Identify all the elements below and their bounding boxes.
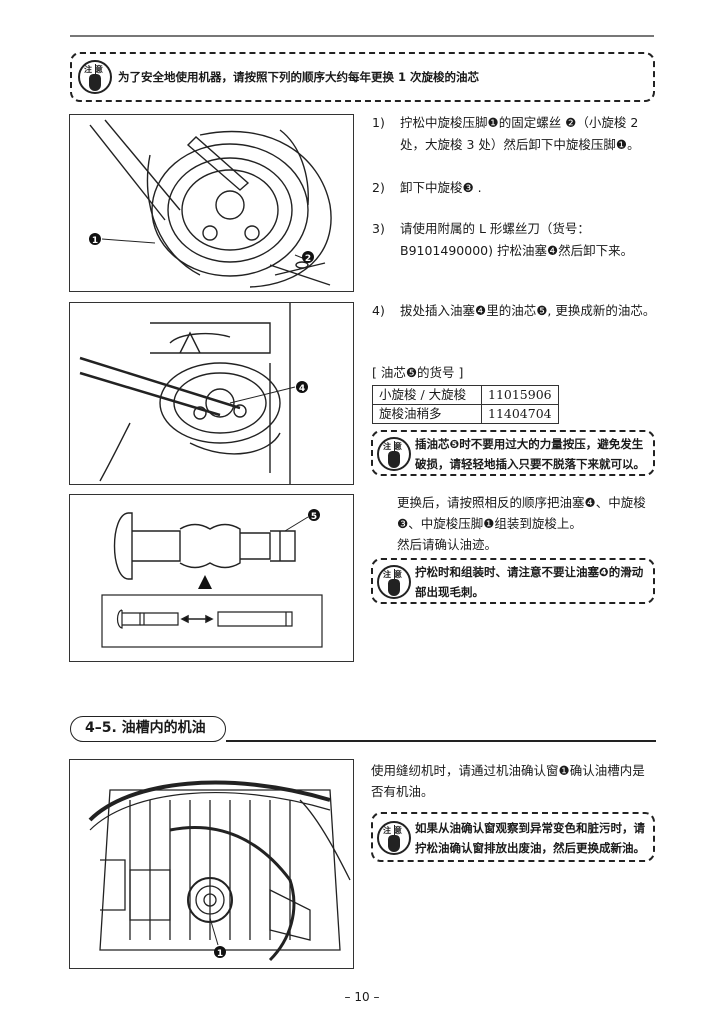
table-cell-value: 11015906 [481, 385, 559, 405]
step-1: 1) 拧松中旋梭压脚❶的固定螺丝 ❷（小旋梭 2 处，大旋梭 3 处）然后卸下中… [372, 112, 662, 158]
caution-icon: 注意 [377, 821, 411, 855]
table-row: 旋梭油稍多 11404704 [372, 404, 559, 424]
svg-text:4: 4 [299, 384, 305, 394]
oil-wick-illustration: 5 [101, 509, 323, 648]
step-number: 4) [372, 303, 385, 318]
step-3: 3) 请使用附属的 L 形螺丝刀（货号： B9101490000) 拧松油塞❹然… [372, 218, 662, 264]
svg-text:5: 5 [311, 512, 317, 522]
caution-icon: 注意 [377, 437, 411, 471]
oil-window-illustration: 1 [88, 780, 351, 962]
step-text: 请使用附属的 L 形螺丝刀（货号： B9101490000) 拧松油塞❹然后卸下… [400, 221, 634, 258]
caution-text: 如果从油确认窗观察到异常变色和脏污时，请 拧松油确认窗排放出废油，然后更换成新油… [415, 821, 645, 855]
figure-hook-presser: 1 2 [69, 114, 354, 292]
step-number: 1) [372, 115, 385, 130]
hand-icon [388, 451, 400, 468]
caution-text: 拧松时和组装时、请注意不要让油塞❹的滑动 部出现毛刺。 [415, 565, 644, 599]
step-text: 拔处插入油塞❹里的油芯❺, 更换成新的油芯。 [400, 303, 656, 318]
hand-icon [388, 835, 400, 852]
section-rule [226, 740, 656, 742]
caution-icon-label: 注意 [379, 442, 409, 451]
oil-plug-illustration: 4 [79, 303, 308, 484]
section-title: 4–5. 油槽内的机油 [70, 716, 226, 742]
caution-icon: 注意 [78, 60, 112, 94]
top-rule [70, 35, 654, 37]
caution-icon-label: 注意 [80, 65, 110, 74]
hand-icon [89, 74, 101, 91]
svg-text:2: 2 [305, 254, 311, 264]
step-text: 拧松中旋梭压脚❶的固定螺丝 ❷（小旋梭 2 处，大旋梭 3 处）然后卸下中旋梭压… [400, 115, 640, 152]
table-row: 小旋梭 / 大旋梭 11015906 [372, 385, 559, 405]
caution-box-burr: 注意 拧松时和组装时、请注意不要让油塞❹的滑动 部出现毛刺。 [371, 558, 655, 604]
table-cell-label: 旋梭油稍多 [372, 404, 482, 424]
caution-box-annual: 注意 为了安全地使用机器，请按照下列的顺序大约每年更换 1 次旋梭的油芯 [70, 52, 655, 102]
hook-presser-illustration: 1 2 [89, 119, 332, 288]
step-number: 2) [372, 180, 385, 195]
figure-oil-plug: 4 [69, 302, 354, 485]
caution-text: 插油芯❺时不要用过大的力量按压，避免发生 破损，请轻轻地插入只要不脱落下来就可以… [415, 437, 645, 471]
step-number: 3) [372, 221, 385, 236]
step-text: 卸下中旋梭❸ . [400, 180, 482, 195]
caution-icon-label: 注意 [379, 826, 409, 835]
caution-box-wick: 注意 插油芯❺时不要用过大的力量按压，避免发生 破损，请轻轻地插入只要不脱落下来… [371, 430, 655, 476]
caution-icon: 注意 [377, 565, 411, 599]
oil-check-text: 使用缝纫机时，请通过机油确认窗❶确认油槽内是 否有机油。 [371, 763, 645, 799]
svg-text:1: 1 [92, 236, 98, 246]
figure-oil-wick: 5 [69, 494, 354, 662]
page-number: – 10 – [344, 990, 380, 1004]
part-number-table: 小旋梭 / 大旋梭 11015906 旋梭油稍多 11404704 [372, 385, 559, 424]
caution-icon-label: 注意 [379, 570, 409, 579]
reassemble-text: 更换后，请按照相反的顺序把油塞❹、中旋梭 ❸、中旋梭压脚❶组装到旋梭上。 然后请… [397, 495, 646, 552]
step-2: 2) 卸下中旋梭❸ . [372, 177, 662, 199]
table-cell-value: 11404704 [481, 404, 559, 424]
caution-text: 为了安全地使用机器，请按照下列的顺序大约每年更换 1 次旋梭的油芯 [118, 70, 480, 84]
hand-icon [388, 579, 400, 596]
part-number-heading: [ 油芯❺的货号 ] [372, 365, 464, 380]
figure-oil-window: 1 [69, 759, 354, 969]
step-4: 4) 拔处插入油塞❹里的油芯❺, 更换成新的油芯。 [372, 300, 672, 322]
caution-box-oil-change: 注意 如果从油确认窗观察到异常变色和脏污时，请 拧松油确认窗排放出废油，然后更换… [371, 812, 655, 862]
table-cell-label: 小旋梭 / 大旋梭 [372, 385, 482, 405]
svg-text:1: 1 [217, 949, 223, 959]
